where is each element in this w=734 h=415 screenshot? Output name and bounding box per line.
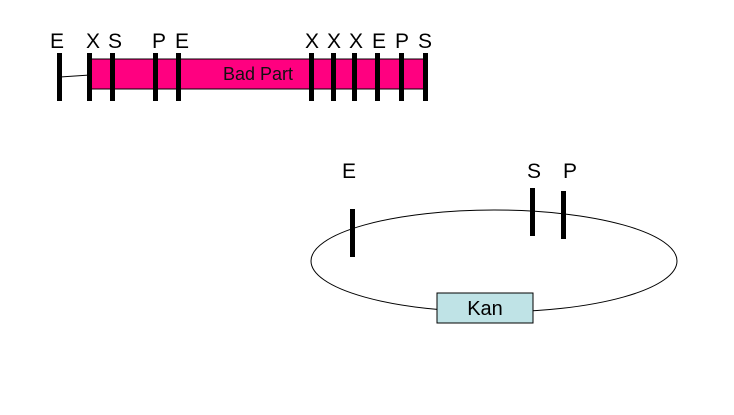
insert-site-label-s1: S bbox=[108, 30, 122, 53]
insert-construct: Bad Part E X S P E X X X E P S bbox=[50, 30, 432, 101]
insert-backbone-line bbox=[59, 74, 91, 78]
insert-site-label-x2: X bbox=[305, 30, 319, 53]
insert-site-bar-p1 bbox=[153, 53, 158, 101]
kan-marker-label: Kan bbox=[467, 298, 503, 320]
insert-site-bar-x4 bbox=[352, 53, 357, 101]
insert-site-bar-x2 bbox=[309, 53, 314, 101]
plasmid-site-label-p: P bbox=[563, 160, 577, 183]
insert-site-label-x3: X bbox=[327, 30, 341, 53]
kan-marker-box bbox=[436, 292, 534, 324]
plasmid-site-bar-e bbox=[350, 209, 355, 257]
insert-site-bar-s1 bbox=[110, 53, 115, 101]
insert-site-label-e1: E bbox=[50, 30, 64, 53]
plasmid-site-label-s: S bbox=[527, 160, 541, 183]
insert-site-label-s2: S bbox=[418, 30, 432, 53]
insert-site-bar-p2 bbox=[399, 53, 404, 101]
plasmid-site-label-e: E bbox=[342, 160, 356, 183]
bad-part-label: Bad Part bbox=[223, 64, 293, 84]
bad-part-box bbox=[89, 58, 427, 90]
insert-site-bar-x3 bbox=[331, 53, 336, 101]
insert-site-label-e3: E bbox=[372, 30, 386, 53]
insert-site-bar-s2 bbox=[423, 53, 428, 101]
insert-site-label-e2: E bbox=[175, 30, 189, 53]
insert-site-bar-e1 bbox=[57, 53, 62, 101]
insert-site-label-p1: P bbox=[152, 30, 166, 53]
plasmid-site-bar-p bbox=[561, 191, 566, 239]
insert-site-bar-x1 bbox=[87, 53, 92, 101]
insert-site-label-x4: X bbox=[349, 30, 363, 53]
insert-site-bar-e2 bbox=[176, 53, 181, 101]
plasmid-site-bar-s bbox=[530, 188, 535, 236]
plasmid-construct: E S P Kan bbox=[310, 160, 678, 324]
insert-site-label-x1: X bbox=[86, 30, 100, 53]
insert-site-label-p2: P bbox=[395, 30, 409, 53]
insert-site-bar-e3 bbox=[375, 53, 380, 101]
